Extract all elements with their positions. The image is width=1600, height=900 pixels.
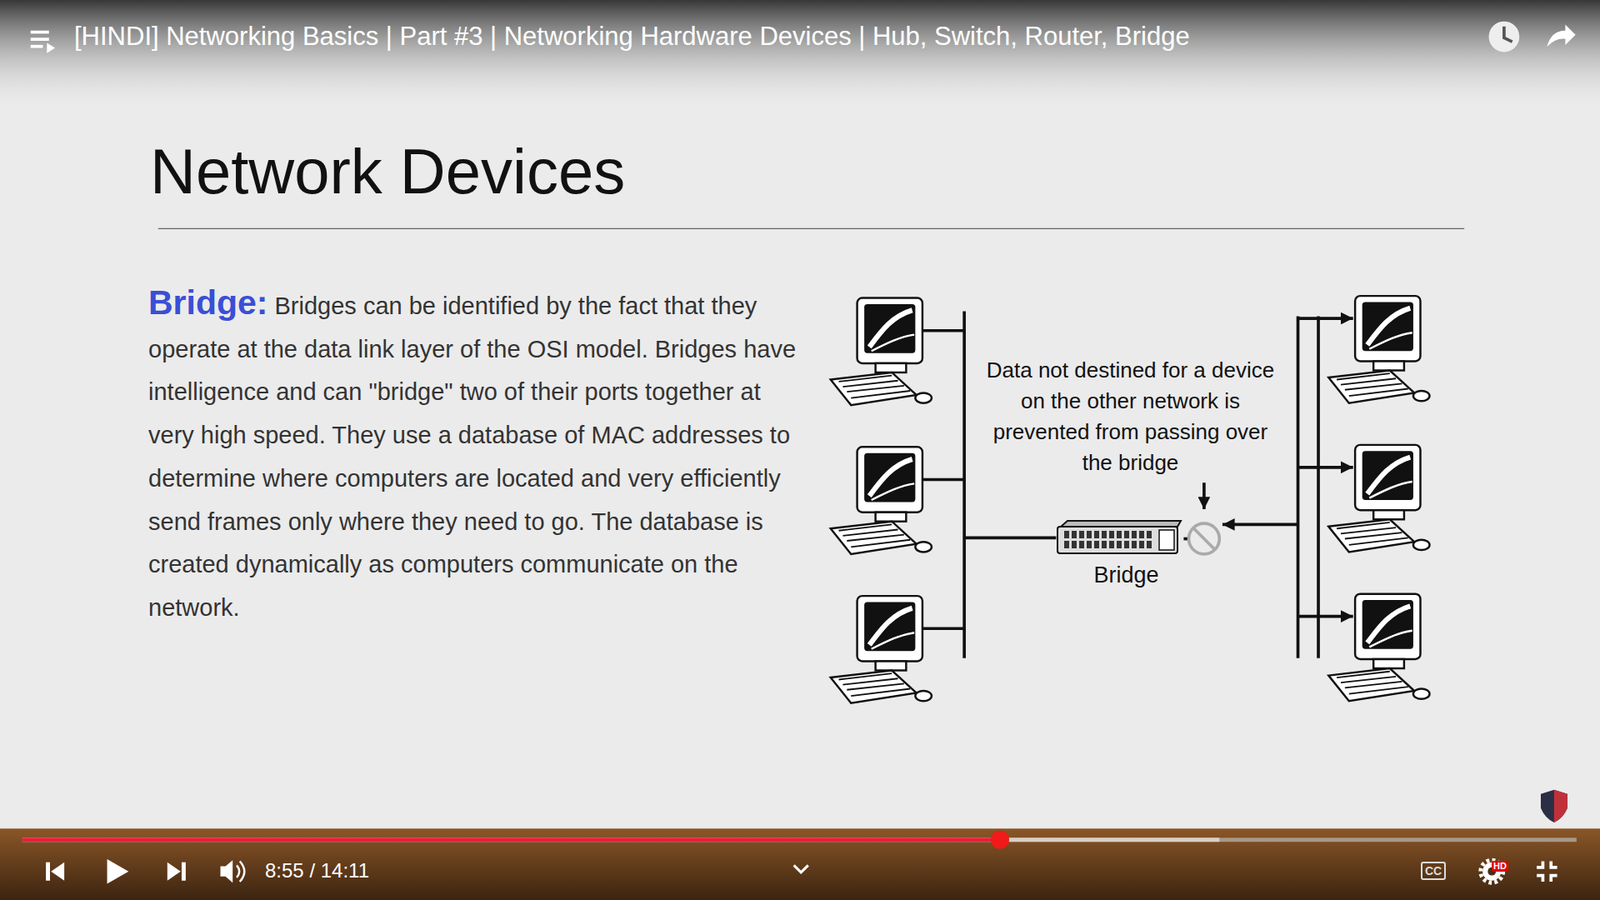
share-icon	[1546, 24, 1575, 47]
blocked-traffic-arrow	[1222, 523, 1299, 527]
volume-icon	[220, 860, 233, 883]
computer-icon	[1328, 594, 1430, 702]
bridge-description: Bridge:Bridges can be identified by the …	[148, 283, 807, 632]
term-heading: Bridge:	[148, 283, 269, 322]
computer-icon	[830, 595, 932, 704]
bridge-port	[1146, 540, 1152, 549]
traffic-arrow	[1298, 615, 1354, 619]
bridge-end-cap	[1159, 530, 1175, 550]
next-icon	[181, 862, 186, 881]
network-wire	[922, 626, 965, 630]
previous-icon	[45, 862, 50, 881]
computer-icon	[830, 446, 932, 555]
bridge-port	[1109, 530, 1115, 539]
progress-scrubber	[990, 830, 1010, 850]
previous-icon	[50, 862, 65, 881]
callout-arrow	[1202, 482, 1206, 510]
progress-played	[22, 837, 1000, 842]
heading-rule	[158, 228, 1465, 230]
bridge-port	[1071, 530, 1077, 539]
bridge-port	[1109, 540, 1115, 549]
traffic-arrow	[1298, 465, 1354, 470]
bridge-port	[1094, 540, 1100, 549]
slide-heading: Network Devices	[150, 133, 625, 210]
chevron-icon	[794, 865, 809, 873]
bridge-port	[1131, 540, 1137, 549]
volume-icon	[236, 860, 245, 881]
computer-icon	[830, 298, 932, 406]
channel-logo	[1554, 790, 1568, 823]
no-entry-symbol	[1194, 528, 1215, 549]
bridge-port	[1094, 530, 1100, 539]
bridge-port	[1064, 540, 1070, 549]
computer-icon	[1328, 295, 1430, 404]
network-bus	[1296, 316, 1300, 659]
bridge-device: Bridge	[1055, 518, 1197, 589]
watch-later-icon	[1489, 21, 1520, 53]
player-bar	[0, 828, 1600, 900]
captions-badge: CC	[1420, 861, 1446, 880]
no-entry-symbol	[1189, 523, 1220, 555]
bridge-port	[1124, 530, 1130, 539]
callout-note: Data not destined for a device on the ot…	[982, 355, 1279, 479]
computer-icon	[1328, 445, 1430, 553]
watch-later-icon	[1504, 26, 1513, 42]
bridge-port	[1079, 530, 1085, 539]
bridge-port	[1086, 540, 1092, 549]
next-icon	[167, 862, 181, 881]
hd-badge: HD	[1491, 860, 1509, 872]
network-bus	[962, 310, 966, 658]
traffic-arrow	[1298, 316, 1354, 320]
bridge-port	[1071, 540, 1077, 549]
description-text: Bridges can be identified by the fact th…	[148, 292, 796, 621]
bridge-port	[1116, 540, 1122, 549]
bridge-port	[1131, 530, 1137, 539]
bridge-port	[1101, 540, 1107, 549]
bridge-body	[1057, 526, 1178, 554]
bridge-port	[1079, 540, 1085, 549]
time-display: 8:55 / 14:11	[265, 859, 370, 884]
top-shade	[0, 0, 1600, 113]
network-bus	[1316, 316, 1320, 659]
network-wire	[922, 478, 965, 482]
bridge-port	[1139, 530, 1145, 539]
playlist-icon	[30, 37, 50, 41]
play-icon	[107, 859, 130, 884]
video-title: [HINDI] Networking Basics | Part #3 | Ne…	[74, 20, 1190, 52]
bridge-port	[1146, 530, 1152, 539]
bridge-port	[1124, 540, 1130, 549]
playlist-icon	[30, 45, 44, 49]
channel-logo	[1540, 790, 1568, 823]
bridge-port	[1139, 540, 1145, 549]
bridge-icon	[1055, 518, 1184, 557]
network-wire	[964, 535, 1056, 540]
playlist-icon	[46, 42, 55, 53]
exit-fullscreen-icon	[1536, 860, 1557, 881]
bridge-port	[1116, 530, 1122, 539]
bridge-port	[1086, 530, 1092, 539]
progress-buffered	[22, 837, 1220, 842]
device-label: Bridge	[1055, 561, 1197, 589]
progress-track	[22, 837, 1577, 842]
network-wire	[922, 329, 965, 333]
bridge-top	[1060, 520, 1181, 527]
bridge-port	[1101, 530, 1107, 539]
playlist-icon	[30, 30, 50, 35]
bridge-port	[1064, 530, 1070, 539]
